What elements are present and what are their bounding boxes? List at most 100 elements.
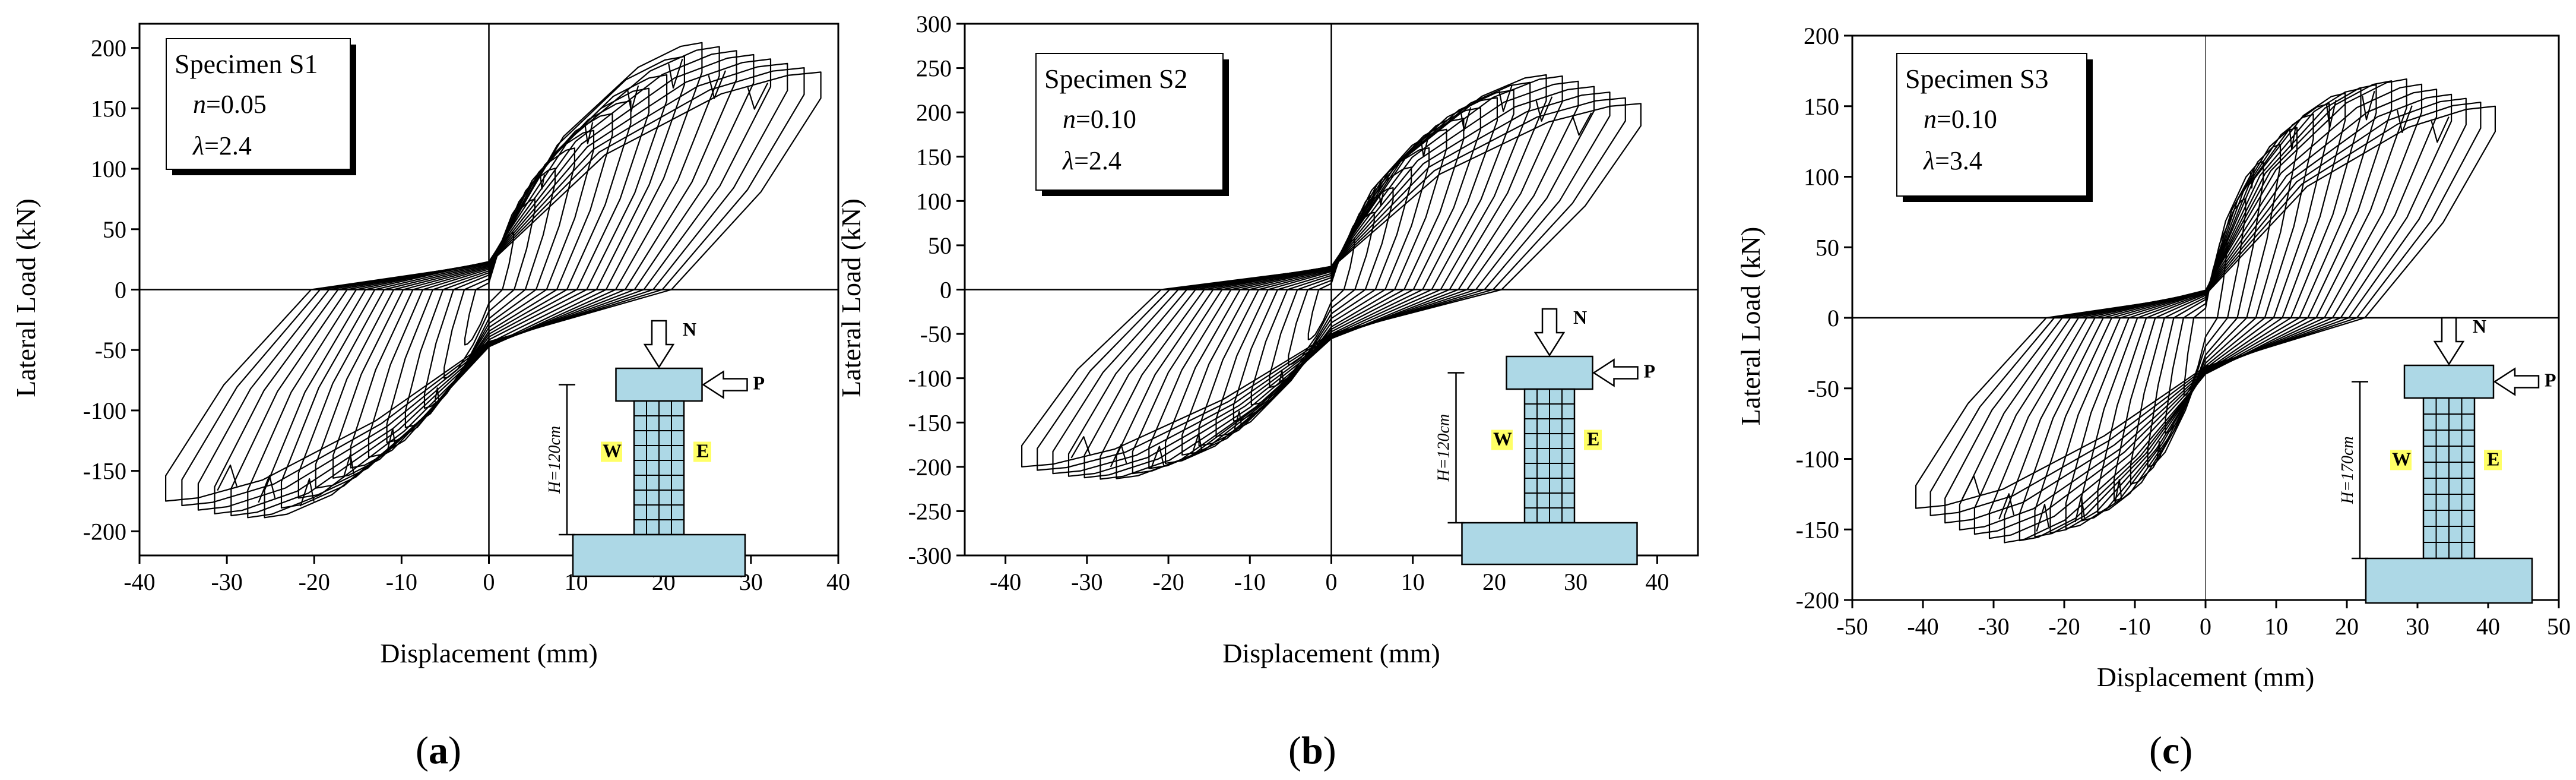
loading-block	[2403, 364, 2495, 399]
x-tick-label: -30	[1071, 569, 1102, 595]
loading-block	[615, 367, 703, 402]
panel-label-close: )	[1323, 729, 1336, 772]
x-tick-label: 10	[2264, 613, 2288, 640]
y-tick-label: 300	[916, 11, 952, 37]
x-tick-label: -10	[386, 569, 417, 595]
hysteresis-loop	[230, 53, 755, 517]
y-tick-label: 50	[928, 232, 952, 259]
specimen-annotation: Specimen S2 n=0.10 λ=2.4	[1035, 53, 1229, 196]
hysteresis-loop	[297, 56, 685, 499]
annotation-value: =2.4	[204, 131, 252, 160]
y-tick-label: 100	[916, 188, 952, 214]
y-tick-label: -150	[908, 409, 952, 436]
y-tick-label: 0	[940, 277, 952, 304]
annotation-symbol: n	[1063, 105, 1076, 134]
hysteresis-loop	[2097, 113, 2314, 514]
panel-label: (a)	[416, 729, 461, 772]
west-highlight	[2390, 450, 2412, 470]
y-tick-label: 150	[1804, 93, 1839, 120]
x-tick-label: 20	[2335, 613, 2359, 640]
east-highlight	[693, 441, 711, 462]
load-drop	[1498, 85, 1513, 112]
height-label: H=120cm	[546, 426, 564, 494]
west-highlight	[1491, 430, 1513, 450]
hysteresis-loop	[1116, 74, 1547, 479]
y-tick-label: -200	[83, 518, 126, 545]
hysteresis-loop	[315, 74, 668, 489]
x-axis-title: Displacement (mm)	[2097, 662, 2315, 692]
annotation-line: n=0.10	[1924, 105, 1997, 134]
y-axis-title: Lateral Load (kN)	[836, 198, 866, 397]
annotation-box	[1035, 53, 1224, 191]
panel-label-letter: a	[429, 729, 448, 772]
y-tick-label: -250	[908, 498, 952, 525]
panel-label-open: (	[2149, 729, 2162, 772]
annotation-symbol: n	[193, 90, 206, 119]
panel-label-close: )	[448, 729, 461, 772]
panel-label-open: (	[416, 729, 429, 772]
specimen-annotation: Specimen S3n=0.10λ=3.4	[1896, 53, 2093, 202]
load-drop	[2036, 503, 2049, 532]
hysteresis-loop	[1165, 97, 1498, 464]
annotation-line: n=0.10	[1063, 105, 1136, 134]
x-tick-label: 0	[1326, 569, 1338, 595]
load-drop	[217, 464, 237, 491]
hysteresis-loop	[1232, 147, 1430, 422]
hysteresis-loop	[1215, 128, 1447, 437]
annotation-symbol: λ	[1062, 146, 1074, 175]
y-tick-label: 250	[916, 55, 952, 82]
lateral-load-arrow	[702, 370, 748, 399]
x-axis-title: Displacement (mm)	[380, 638, 598, 668]
hysteresis-loop	[2034, 84, 2377, 538]
y-tick-label: 200	[916, 99, 952, 126]
x-tick-label: 40	[826, 569, 850, 595]
panel-label: (c)	[2149, 729, 2192, 772]
load-drop	[1572, 112, 1592, 136]
height-label: H=120cm	[1435, 414, 1453, 482]
east-label: E	[696, 440, 709, 462]
east-highlight	[1584, 430, 1602, 450]
foundation-block	[2365, 557, 2533, 604]
x-tick-label: -30	[211, 569, 242, 595]
axial-load-label: N	[683, 318, 696, 340]
y-tick-label: 150	[916, 144, 952, 170]
y-tick-label: -50	[95, 337, 126, 364]
hysteresis-loop	[264, 46, 720, 519]
y-tick-label: 0	[1827, 305, 1839, 331]
x-tick-label: 40	[1645, 569, 1669, 595]
panel-label-open: (	[1288, 729, 1301, 772]
y-tick-label: -50	[920, 321, 952, 348]
annotation-line: λ=2.4	[1062, 146, 1121, 175]
hysteresis-loop	[2130, 143, 2282, 485]
y-tick-label: -200	[908, 454, 952, 481]
lateral-load-arrow	[1592, 358, 1639, 387]
load-drop	[747, 83, 769, 110]
x-tick-label: -40	[1907, 613, 1938, 640]
hysteresis-loop	[165, 71, 822, 502]
hysteresis-loop	[181, 67, 805, 507]
foundation-block	[1461, 522, 1638, 566]
x-tick-label: 20	[1482, 569, 1506, 595]
west-label: W	[1493, 428, 1512, 450]
hysteresis-loop	[1132, 81, 1531, 475]
axial-load-arrow	[2433, 317, 2465, 366]
axial-load-label: N	[1573, 307, 1587, 328]
load-drop	[1998, 493, 2015, 520]
west-label: W	[603, 440, 622, 462]
annotation-symbol: λ	[1922, 146, 1935, 175]
annotation-title: Specimen S2	[1044, 64, 1187, 94]
hysteresis-loop	[197, 62, 788, 511]
foundation-block	[572, 533, 746, 577]
x-tick-label: 0	[483, 569, 495, 595]
y-tick-label: 50	[1815, 234, 1839, 261]
annotation-value: =3.4	[1935, 146, 1982, 175]
axial-load-label: N	[2473, 315, 2486, 337]
annotation-box	[166, 38, 351, 170]
x-tick-label: -40	[123, 569, 155, 595]
y-tick-label: -100	[83, 397, 126, 424]
y-tick-label: 200	[1804, 23, 1839, 49]
lateral-load-label: P	[753, 372, 765, 394]
x-axis-title: Displacement (mm)	[1222, 638, 1440, 668]
